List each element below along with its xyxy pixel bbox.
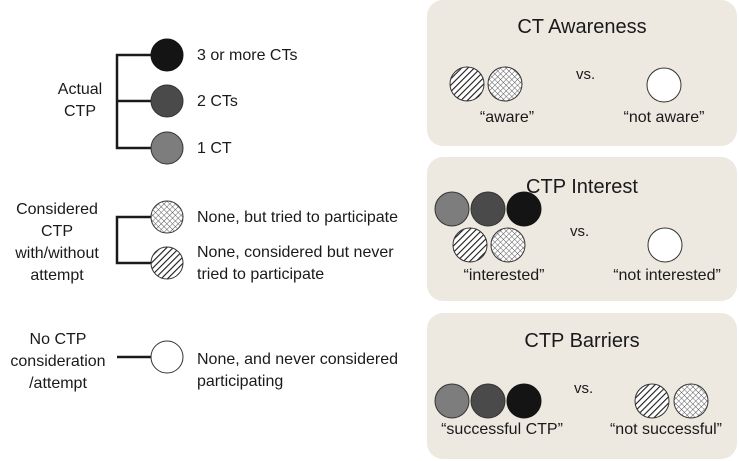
panel-awareness-vs: vs.	[576, 66, 596, 83]
group-label-considered-line-3: with/without	[15, 245, 99, 262]
awareness-aware-diag-circle	[449, 66, 485, 102]
interest-three-plus-circle	[506, 191, 542, 227]
legend-label-three-plus: 3 or more CTs	[197, 47, 298, 64]
panel-interest-circles	[434, 191, 683, 263]
panel-barriers-vs: vs.	[574, 380, 594, 397]
panel-awareness-right-label: “not aware”	[623, 109, 705, 126]
barriers-three-plus-circle	[506, 383, 542, 419]
panel-barriers-circles	[434, 383, 709, 419]
group-label-actual: Actual CTP	[48, 79, 112, 123]
legend-circle-one	[150, 131, 184, 165]
panel-interest-vs: vs.	[570, 223, 590, 240]
legend-circle-two	[150, 84, 184, 118]
interest-diag-circle	[452, 227, 488, 263]
panel-interest: CTP Interest vs. “interested” “not inter…	[427, 157, 737, 301]
group-label-considered-line-1: Considered	[16, 201, 98, 218]
panel-barriers-right-label: “not successful”	[609, 421, 723, 438]
legend-circle-considered	[150, 246, 184, 280]
barriers-diag-circle	[634, 383, 670, 419]
interest-two-circle	[470, 191, 506, 227]
legend-label-one: 1 CT	[197, 140, 232, 157]
barriers-one-circle	[434, 383, 470, 419]
interest-one-circle	[434, 191, 470, 227]
legend-label-tried: None, but tried to participate	[197, 209, 399, 226]
panel-barriers-title: CTP Barriers	[524, 330, 640, 352]
legend-circle-three-plus	[150, 38, 184, 72]
panel-barriers-left-label: “successful CTP”	[441, 421, 563, 438]
panel-awareness-left-label: “aware”	[479, 109, 535, 126]
panel-interest-left-label: “interested”	[463, 267, 545, 284]
legend-label-considered-never: None, considered but never tried to part…	[197, 244, 394, 283]
panel-barriers: CTP Barriers vs. “successful CTP” “not s…	[427, 313, 737, 459]
interest-cross-circle	[490, 227, 526, 263]
barriers-cross-circle	[673, 383, 709, 419]
group-label-none-line-3: /attempt	[29, 375, 87, 392]
legend-circle-never	[150, 340, 184, 374]
panel-interest-title: CTP Interest	[526, 176, 638, 198]
group-label-actual-line-1: Actual	[57, 81, 103, 98]
bracket-considered	[115, 215, 151, 265]
group-label-considered-line-2: CTP	[41, 223, 73, 240]
panel-awareness: CT Awareness vs. “aware” “not aware”	[427, 0, 737, 146]
panel-interest-right-label: “not interested”	[613, 267, 721, 284]
interest-not-interested-circle	[647, 227, 683, 263]
legend-label-never-considered: None, and never considered participating	[197, 351, 399, 390]
group-label-none-line-2: consideration	[10, 353, 106, 370]
panel-awareness-circles	[449, 66, 682, 103]
group-label-considered: Considered CTP with/without attempt	[6, 199, 108, 287]
legend-circle-tried	[150, 200, 184, 234]
barriers-two-circle	[470, 383, 506, 419]
group-label-considered-line-4: attempt	[30, 267, 84, 284]
group-label-actual-line-2: CTP	[64, 103, 96, 120]
group-label-none-line-1: No CTP	[29, 331, 87, 348]
awareness-not-aware-circle	[646, 67, 682, 103]
bracket-actual	[115, 53, 151, 150]
awareness-aware-cross-circle	[487, 66, 523, 102]
group-label-none: No CTP consideration /attempt	[4, 329, 112, 395]
panel-awareness-title: CT Awareness	[517, 16, 647, 38]
legend-label-two: 2 CTs	[197, 93, 238, 110]
